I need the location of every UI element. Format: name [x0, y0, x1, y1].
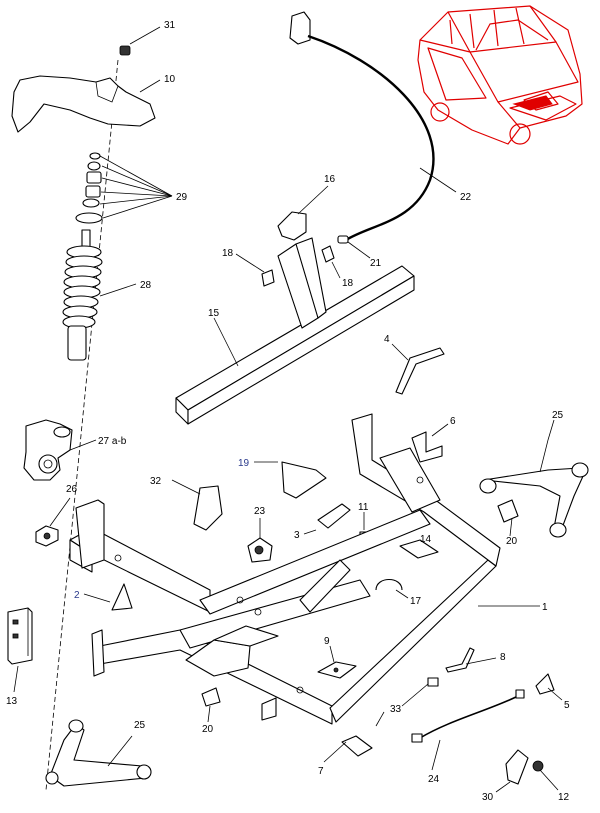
part-9-pad: [317, 645, 357, 679]
callout-18-right: 18: [342, 278, 354, 289]
part-15-upper-crossmember: [175, 237, 415, 425]
callout-28: 28: [140, 280, 152, 291]
callout-13: 13: [6, 696, 18, 707]
callout-12: 12: [558, 792, 570, 803]
callout-15: 15: [208, 308, 220, 319]
part-24-linkage-rod: [411, 689, 525, 771]
callout-14: 14: [420, 534, 432, 545]
part-14-plate: [399, 539, 439, 559]
part-16-latch: [277, 185, 329, 241]
part-21-cable-end: [337, 235, 371, 259]
part-19-mount-plate: [254, 461, 327, 499]
part-23-rubber-mount: [247, 518, 273, 563]
callout-33: 33: [390, 704, 402, 715]
part-25-lower-arm-right: [479, 419, 589, 538]
part-13-bracket-block: [7, 607, 33, 693]
part-26-ball-joint: [35, 497, 71, 547]
callout-10: 10: [164, 74, 176, 85]
part-27-steering-knuckle: [23, 419, 97, 481]
callout-11: 11: [358, 502, 369, 513]
callout-31: 31: [164, 20, 176, 31]
callout-1: 1: [542, 602, 548, 613]
callout-18-left: 18: [222, 248, 234, 259]
callout-9: 9: [324, 636, 330, 647]
part-4-link-rod: [391, 343, 445, 395]
callout-16: 16: [324, 174, 336, 185]
callout-26: 26: [66, 484, 78, 495]
part-29-washer-stack: [75, 152, 173, 224]
callout-24: 24: [428, 774, 440, 785]
part-12-nut: [532, 760, 559, 791]
callout-27-ab: 27 a-b: [98, 436, 127, 447]
callout-30: 30: [482, 792, 494, 803]
callout-3: 3: [294, 530, 300, 541]
part-18-clip-left: [235, 253, 275, 287]
part-32-bracket-plate: [171, 479, 223, 531]
callout-23: 23: [254, 506, 266, 517]
part-1-front-subframe: [69, 413, 540, 725]
callout-17: 17: [410, 596, 422, 607]
callout-22: 22: [460, 192, 472, 203]
locator-car-illustration: [417, 5, 583, 145]
part-20-bracket-right: [497, 499, 519, 537]
callout-19: 19: [238, 458, 250, 469]
callout-7: 7: [318, 766, 324, 777]
callout-25-left: 25: [134, 720, 146, 731]
callout-20-left: 20: [202, 724, 214, 735]
callout-21: 21: [370, 258, 382, 269]
part-5-bracket: [535, 673, 563, 701]
part-17-clamp-ring: [375, 578, 409, 599]
callout-6: 6: [450, 416, 456, 427]
callout-29: 29: [176, 192, 188, 203]
part-31-nut: [119, 26, 161, 56]
callout-4: 4: [384, 334, 390, 345]
part-33-pin: [375, 677, 439, 727]
strut-axis-line: [45, 59, 119, 791]
part-30-bracket: [495, 749, 529, 793]
part-28-coil-spring-shock: [62, 229, 137, 361]
callout-labels: 31 10 29 28 27 a-b 26 22 16 18 18 21 15 …: [6, 20, 570, 803]
callout-32: 32: [150, 476, 162, 487]
part-2-gusset: [83, 583, 133, 611]
callout-5: 5: [564, 700, 570, 711]
callout-8: 8: [500, 652, 506, 663]
part-25-lower-arm-left: [45, 719, 152, 787]
callout-25-right: 25: [552, 410, 564, 421]
part-7-bracket: [323, 735, 373, 763]
part-20-bracket-left: [201, 687, 221, 723]
callout-2: 2: [74, 590, 80, 601]
part-6-bracket: [411, 423, 449, 463]
callout-20-right: 20: [506, 536, 518, 547]
part-3-bracket: [303, 503, 351, 535]
part-22-release-cable: [289, 11, 457, 242]
part-18-clip-right: [321, 245, 341, 279]
part-8-link: [445, 647, 497, 673]
part-10-strut-mount: [11, 75, 161, 133]
